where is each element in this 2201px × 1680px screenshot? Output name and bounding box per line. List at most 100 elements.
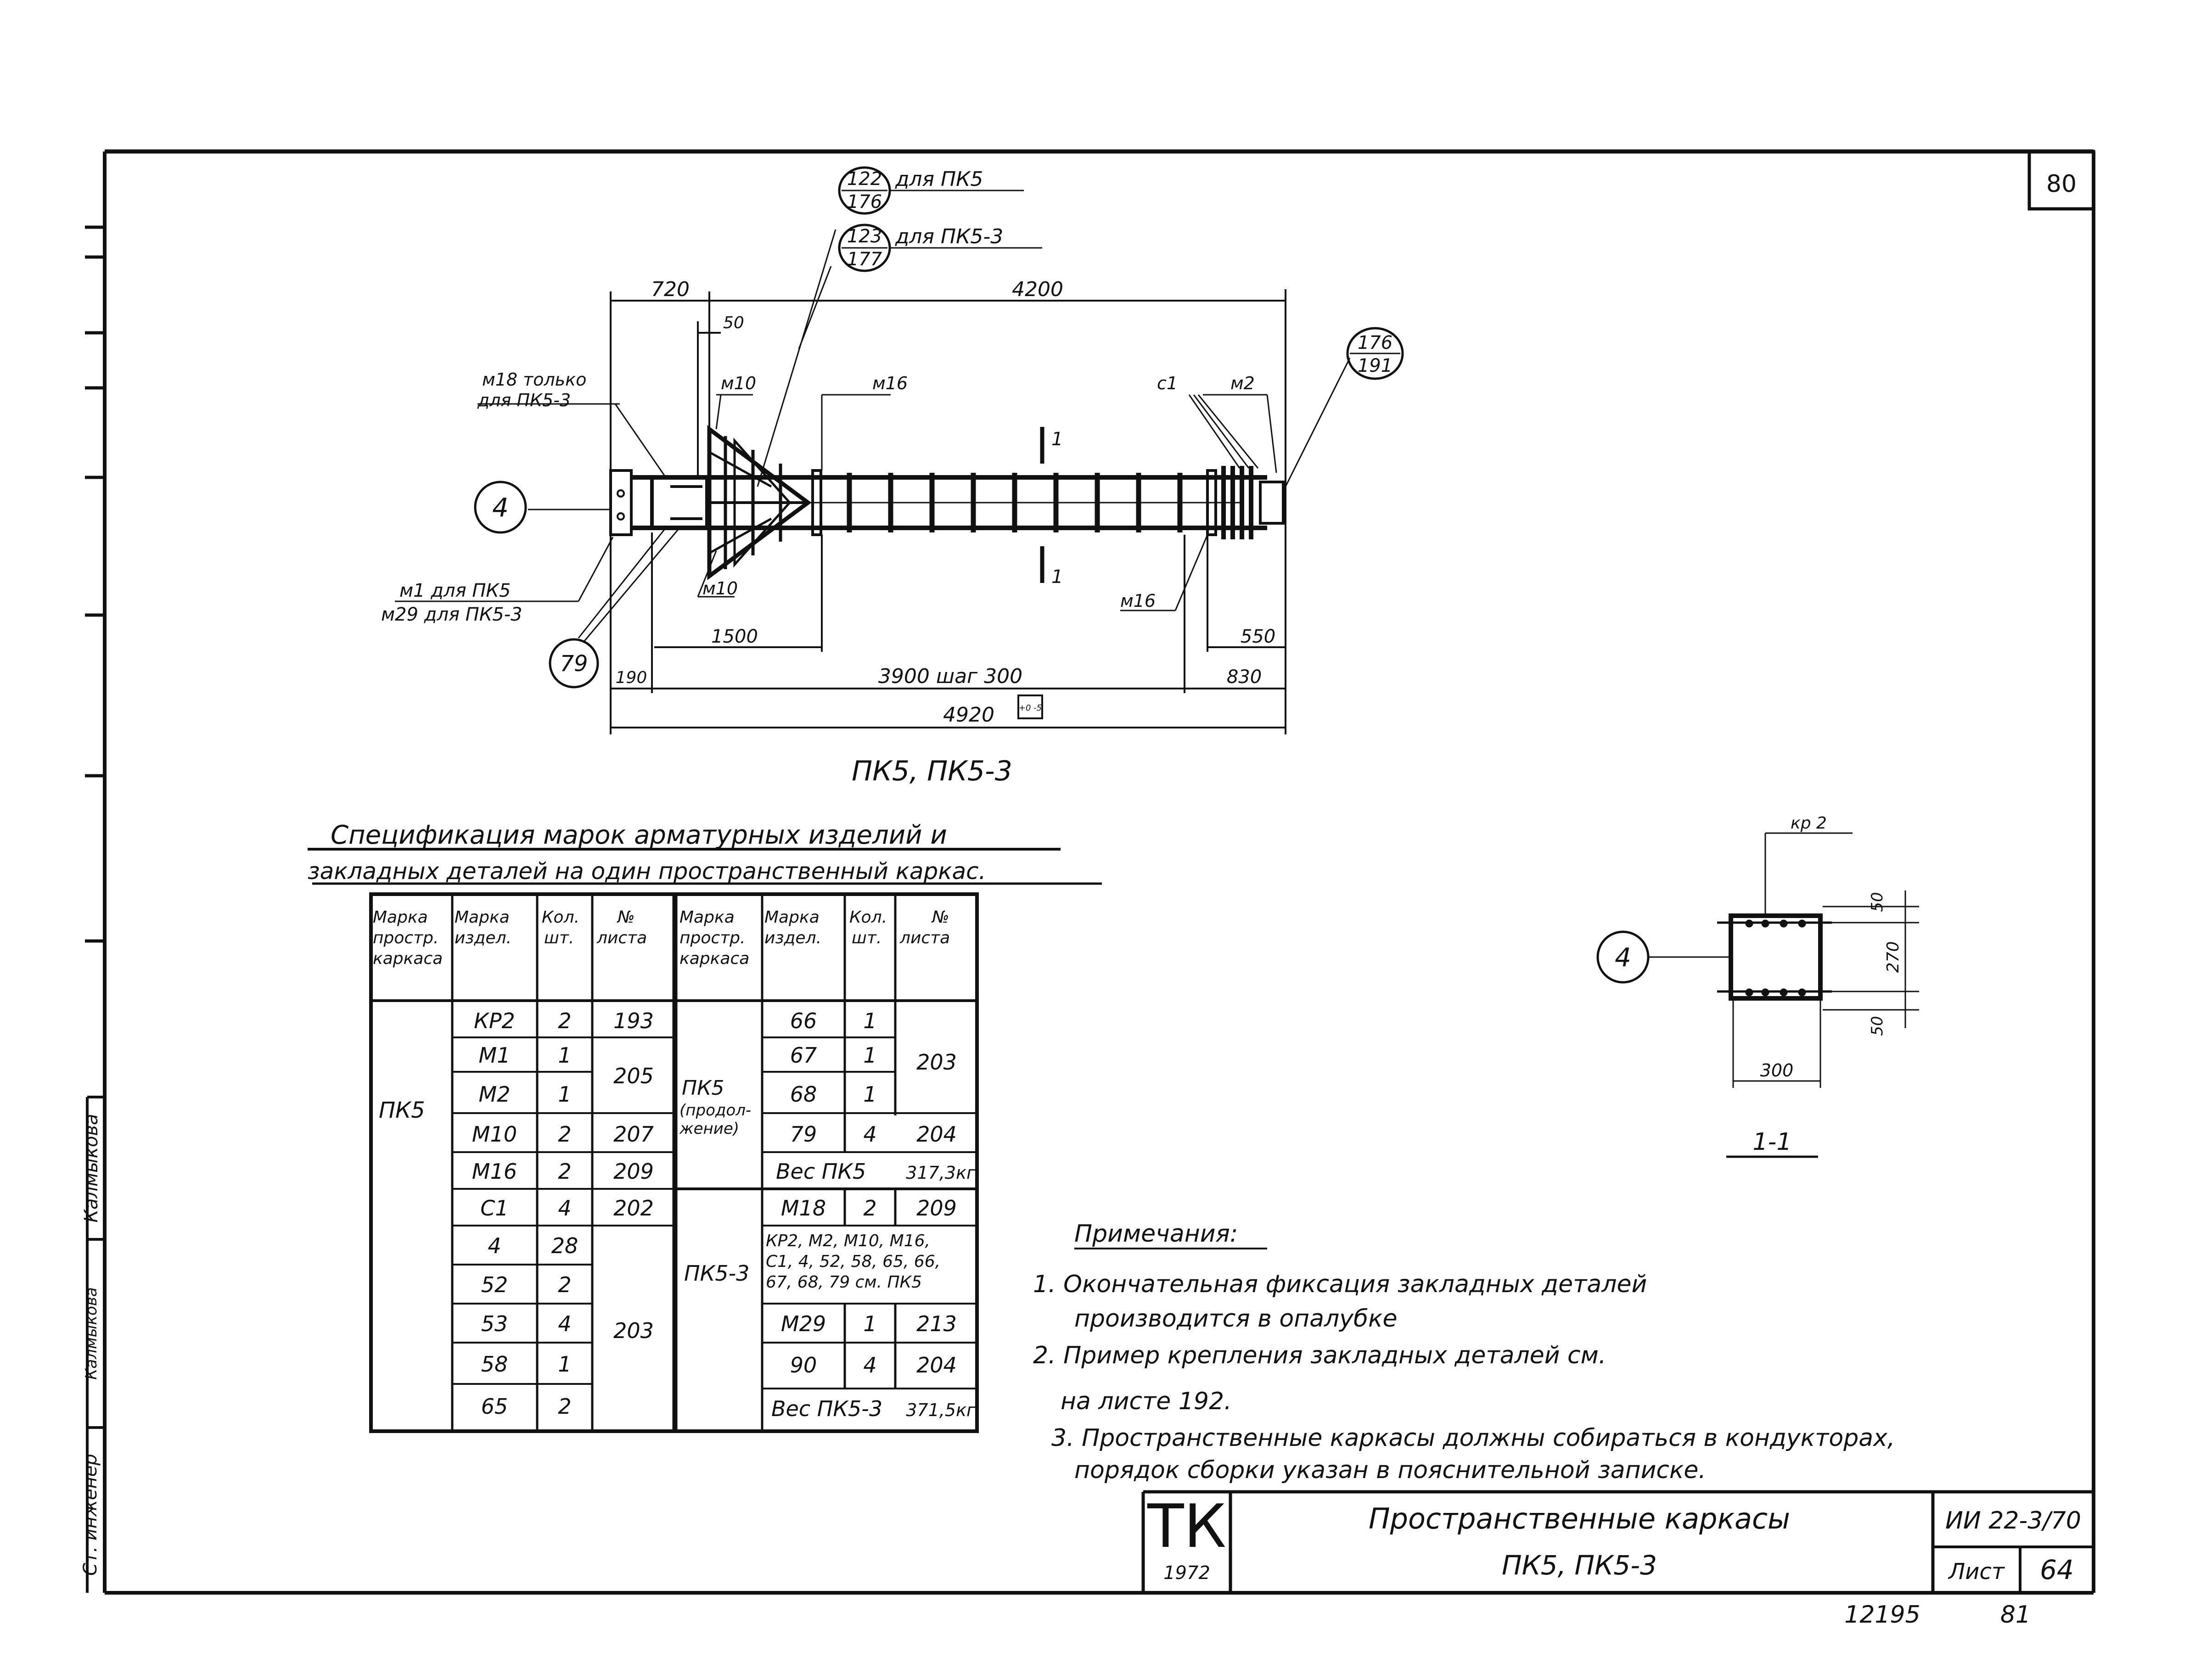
callout-122: 122 176 для ПК5 <box>847 168 983 213</box>
frame-pk5-cont-line1: ПК5 <box>682 1076 724 1100</box>
table-cell: 205 <box>613 1064 654 1088</box>
header-mark-r2: издел. <box>764 929 821 947</box>
table-cell: 68 <box>790 1082 817 1107</box>
spec-right-rows: 66 1 67 1 68 1 203 79 4 204 <box>790 1008 957 1147</box>
table-cell: 204 <box>916 1353 957 1378</box>
dim-720: 720 <box>651 278 690 301</box>
frame-pk5-cont-line3: жение) <box>679 1120 739 1138</box>
callout-4: 4 <box>492 493 509 523</box>
order-number: 12195 <box>1844 1601 1920 1629</box>
weight-pk5: Вес ПК5 <box>776 1159 866 1184</box>
header-qty-r1: Кол. <box>849 908 887 927</box>
weight-pk5-3-value: 371,5кг <box>906 1400 976 1420</box>
table-cell: 2 <box>558 1394 571 1419</box>
table-cell: 67 <box>790 1043 817 1068</box>
label-m2: м2 <box>1230 373 1255 393</box>
stamp-role: Ст. инженер <box>80 1454 101 1576</box>
section-dim-270: 270 <box>1884 941 1903 973</box>
table-cell: 66 <box>790 1008 817 1033</box>
header-frame-r1: Марка <box>679 908 735 927</box>
table-cell: 209 <box>613 1159 654 1184</box>
header-sheet-l1: № <box>617 908 634 927</box>
table-cell: 203 <box>916 1050 957 1075</box>
callout-176-bottom: 191 <box>1358 355 1392 376</box>
table-cell: 204 <box>916 1122 957 1147</box>
table-cell: 4 <box>863 1122 876 1147</box>
header-frame-l3: каркаса <box>373 949 443 968</box>
dim-550: 550 <box>1241 626 1275 647</box>
table-cell: 4 <box>558 1196 571 1221</box>
note-1a: 1. Окончательная фиксация закладных дета… <box>1033 1271 1647 1298</box>
table-cell: 58 <box>481 1352 508 1377</box>
header-frame-l2: простр. <box>373 929 438 947</box>
weight-pk5-value: 317,3кг <box>906 1163 976 1183</box>
dimension-lines <box>610 289 1286 734</box>
label-m18-line1: м18 только <box>482 370 586 390</box>
header-frame-r2: простр. <box>679 929 745 947</box>
spec-title-line2: закладных деталей на один пространственн… <box>308 858 986 885</box>
spec-table-grid <box>308 848 1102 1433</box>
note-3a: 3. Пространственные каркасы должны собир… <box>1051 1424 1895 1452</box>
table-cell: 1 <box>863 1082 876 1107</box>
dim-830: 830 <box>1227 666 1262 688</box>
callout-123: 123 177 для ПК5-3 <box>847 225 1003 270</box>
spec-header-left: Марка простр. каркаса Марка издел. Кол. … <box>373 908 647 968</box>
title-year: 1972 <box>1163 1562 1210 1584</box>
drawing-title: ПК5, ПК5-3 <box>852 755 1012 787</box>
table-cell: 1 <box>558 1082 571 1107</box>
header-sheet-r2: листа <box>899 929 950 947</box>
dim-50: 50 <box>723 314 744 332</box>
section-dim-50-top: 50 <box>1868 892 1887 912</box>
section-callout-4: 4 <box>1615 943 1631 973</box>
dim-1500: 1500 <box>711 626 758 647</box>
note-3b: порядок сборки указан в пояснительной за… <box>1074 1456 1706 1484</box>
table-cell: 1 <box>863 1043 876 1068</box>
table-cell: КР2 <box>474 1008 515 1033</box>
section-dim-50-bottom: 50 <box>1868 1016 1887 1036</box>
spec-right-rows-2: М18 2 209 М29 1 213 90 4 204 <box>781 1196 957 1378</box>
callout-123-label: для ПК5-3 <box>895 225 1003 248</box>
table-cell: 79 <box>790 1122 817 1147</box>
table-cell: 1 <box>558 1043 571 1068</box>
table-cell: 90 <box>790 1353 817 1378</box>
callout-122-bottom: 176 <box>847 191 882 213</box>
label-m10-top: м10 <box>721 373 756 393</box>
section-title: 1-1 <box>1753 1128 1792 1156</box>
copy-number: 81 <box>2000 1601 2031 1629</box>
stamp-name: Калмыкова <box>81 1114 102 1223</box>
table-cell: 2 <box>558 1272 571 1297</box>
label-m1-line1: м1 для ПК5 <box>399 580 511 601</box>
table-cell: 203 <box>613 1318 654 1343</box>
title-series: ИИ 22-3/70 <box>1945 1507 2081 1534</box>
callout-176: 176 191 <box>1358 332 1392 376</box>
header-qty-l2: шт. <box>544 929 574 947</box>
title-subname: ПК5, ПК5-3 <box>1502 1550 1657 1581</box>
label-m16-bottom: м16 <box>1120 591 1156 611</box>
dim-3900: 3900 шаг 300 <box>878 665 1022 688</box>
header-mark-r1: Марка <box>764 908 820 927</box>
header-mark-l2: издел. <box>455 929 511 947</box>
title-sheet-label: Лист <box>1948 1559 2005 1585</box>
frame-pk5: ПК5 <box>379 1098 425 1123</box>
leader-lines <box>395 229 1351 643</box>
see-pk5-line3: 67, 68, 79 см. ПК5 <box>766 1273 922 1292</box>
table-cell: 52 <box>481 1272 508 1297</box>
callout-123-bottom: 177 <box>847 249 882 270</box>
label-m1-line2: м29 для ПК5-3 <box>381 604 522 625</box>
see-pk5-line2: С1, 4, 52, 58, 65, 66, <box>766 1252 940 1271</box>
section-mark-bottom: 1 <box>1051 566 1063 588</box>
table-cell: 1 <box>863 1008 876 1033</box>
callout-79: 79 <box>560 651 588 677</box>
table-cell: 193 <box>613 1008 654 1033</box>
section-dim-300: 300 <box>1760 1060 1794 1081</box>
section-mark-top: 1 <box>1051 429 1063 450</box>
header-sheet-r1: № <box>931 908 949 927</box>
table-cell: 213 <box>916 1311 957 1336</box>
header-sheet-l2: листа <box>596 929 647 947</box>
table-cell: 1 <box>558 1352 571 1377</box>
header-mark-l1: Марка <box>455 908 510 927</box>
table-cell: 2 <box>558 1159 571 1184</box>
title-name: Пространственные каркасы <box>1369 1502 1790 1535</box>
note-1b: производится в опалубке <box>1074 1305 1398 1333</box>
table-cell: 1 <box>863 1311 876 1336</box>
